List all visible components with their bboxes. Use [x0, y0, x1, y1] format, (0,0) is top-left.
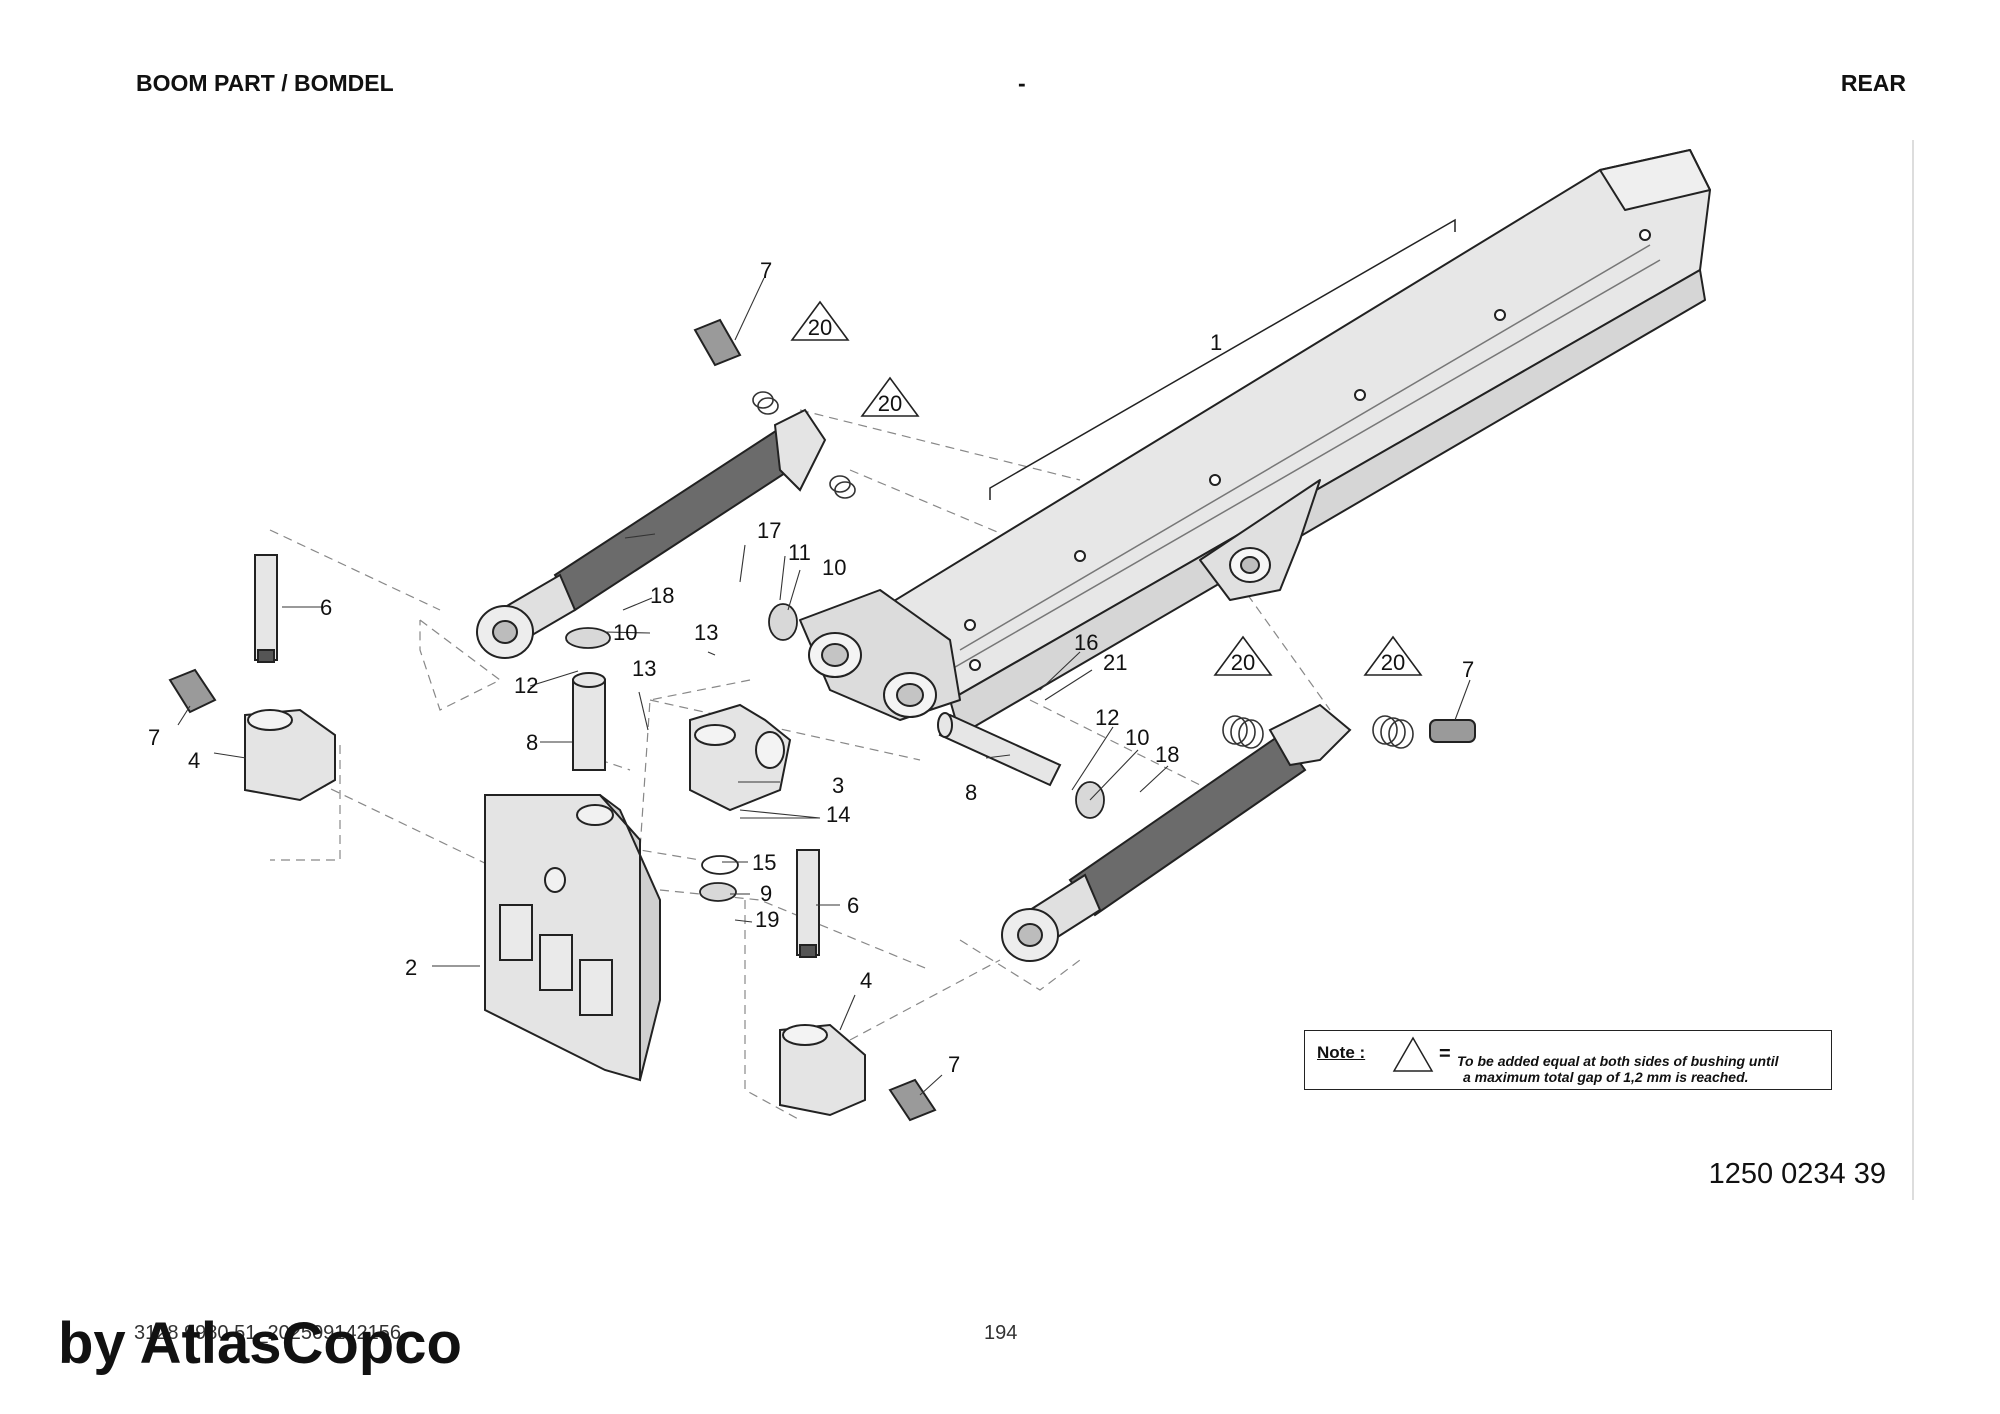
- leader-lines: [177, 277, 1471, 1096]
- document-id: 3128 9980 51_202509142156: [134, 1322, 401, 1344]
- callout-13: 13: [632, 656, 656, 681]
- callout-7: 7: [148, 725, 160, 750]
- callout-12: 12: [514, 673, 538, 698]
- callout-10: 10: [613, 620, 637, 645]
- callout-2: 2: [405, 955, 417, 980]
- note-equals: =: [1439, 1043, 1451, 1065]
- callout-20: 20: [1381, 650, 1405, 675]
- title-separator: -: [1018, 70, 1026, 96]
- callout-6: 6: [320, 595, 332, 620]
- callout-7: 7: [948, 1052, 960, 1077]
- pins: [572, 672, 1062, 787]
- callout-7: 7: [760, 258, 772, 283]
- note-text-line2: a maximum total gap of 1,2 mm is reached…: [1463, 1069, 1749, 1085]
- mounting-bracket: [484, 794, 661, 1082]
- callout-18: 18: [650, 583, 674, 608]
- shim-stacks: [752, 391, 1414, 749]
- page-number: 194: [984, 1322, 1018, 1344]
- callout-17: 17: [757, 518, 781, 543]
- pivot-housings: [244, 708, 866, 1117]
- tubes: [254, 554, 820, 958]
- callout-19: 19: [755, 907, 779, 932]
- boom-arm: [799, 149, 1711, 736]
- callout-4: 4: [860, 968, 872, 993]
- drawing-part-number: 1250 0234 39: [1708, 1158, 1886, 1190]
- callout-13: 13: [694, 620, 718, 645]
- note-label: Note :: [1317, 1043, 1366, 1062]
- callout-18: 18: [1155, 742, 1179, 767]
- callout-14: 14: [826, 802, 850, 827]
- callout-1: 1: [1210, 330, 1222, 355]
- callout-20: 20: [808, 315, 832, 340]
- washers: [565, 603, 1105, 902]
- note-text-line1: To be added equal at both sides of bushi…: [1457, 1053, 1779, 1069]
- callout-4: 4: [188, 748, 200, 773]
- callout-9: 9: [760, 881, 772, 906]
- callout-20: 20: [878, 391, 902, 416]
- callout-21: 21: [1103, 650, 1127, 675]
- upper-cylinder: [476, 408, 827, 659]
- callout-11: 11: [788, 540, 811, 565]
- callout-10: 10: [822, 555, 846, 580]
- callout-16: 16: [1074, 630, 1098, 655]
- callout-6: 6: [847, 893, 859, 918]
- callout-7: 7: [1462, 657, 1474, 682]
- page-title: BOOM PART / BOMDEL: [136, 70, 394, 96]
- swivel-block: [689, 703, 792, 812]
- brand-watermark: by AtlasCopco: [58, 1311, 462, 1376]
- callout-20: 20: [1231, 650, 1255, 675]
- callout-12: 12: [1095, 705, 1119, 730]
- shim-triangles: [790, 300, 1423, 676]
- callout-15: 15: [752, 850, 776, 875]
- callout-8: 8: [526, 730, 538, 755]
- shim-triangle-icon: [1392, 1036, 1434, 1072]
- callout-3: 3: [832, 773, 844, 798]
- callout-10: 10: [1125, 725, 1149, 750]
- view-label: REAR: [1840, 70, 1906, 96]
- note-box: Note : = To be added equal at both sides…: [1304, 1030, 1832, 1090]
- bushings: [168, 318, 1476, 1122]
- callout-8: 8: [965, 780, 977, 805]
- lower-cylinder: [1001, 703, 1352, 962]
